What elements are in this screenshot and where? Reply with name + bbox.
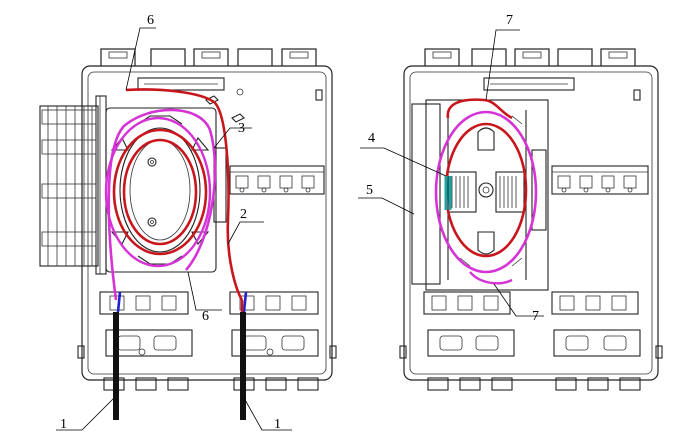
right-adapter-block (551, 165, 649, 195)
callout-1-right: 1 (274, 417, 281, 432)
right-box-assembly (399, 48, 663, 391)
left-box-assembly (39, 48, 337, 420)
right-glands (427, 377, 641, 391)
callout-leaders (56, 27, 544, 431)
left-oval-tray (110, 115, 210, 265)
callout-2: 2 (240, 207, 247, 222)
callout-4: 4 (368, 131, 375, 146)
left-adapter-stack (39, 105, 99, 267)
callout-1-left: 1 (60, 417, 67, 432)
callout-3: 3 (238, 121, 245, 136)
left-top-bracket (137, 77, 245, 123)
magenta-fiber-loop-right (434, 110, 538, 274)
callout-7-top: 7 (506, 13, 513, 28)
left-drop-cables (113, 312, 246, 420)
left-adapter-block (229, 165, 325, 195)
callout-6-top: 6 (147, 13, 154, 28)
right-top-tabs (424, 48, 636, 68)
red-fiber-loop (125, 88, 244, 301)
callout-labels: 6 3 2 6 1 1 7 4 5 7 (60, 13, 539, 432)
left-fibers (104, 88, 248, 313)
left-cable-clamps (99, 291, 319, 357)
magenta-fiber-loop (107, 108, 217, 301)
callout-5: 5 (366, 183, 373, 198)
right-cable-clamps (423, 291, 641, 357)
right-fibers (434, 98, 538, 285)
right-top-bracket (483, 77, 641, 101)
callout-6-bottom: 6 (202, 309, 209, 324)
left-top-tabs (100, 48, 317, 68)
callout-7-bottom: 7 (532, 309, 539, 324)
